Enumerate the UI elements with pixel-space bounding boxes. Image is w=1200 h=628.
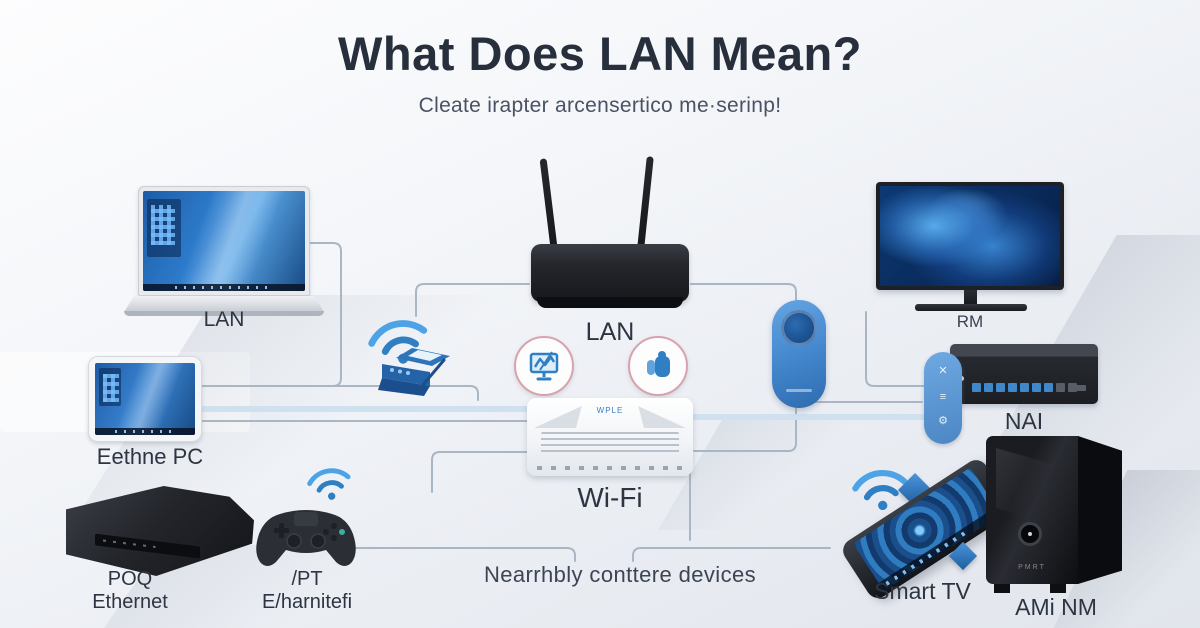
device-blob-icon (647, 351, 670, 377)
tower-foot (994, 584, 1010, 593)
tower-pc-device: PMRT (986, 436, 1126, 593)
tablet-taskbar (95, 428, 195, 435)
game-controller-device (256, 510, 356, 566)
monitor-label: RM (956, 312, 984, 331)
printer-3d-icon (378, 348, 450, 396)
footer-caption: Nearrhbly conttere devices (483, 562, 757, 587)
tower-foot (1050, 584, 1066, 593)
monitor-stand (915, 304, 1027, 311)
tablet-device (88, 356, 202, 442)
display-chart-badge (514, 336, 574, 396)
display-chart-icon (529, 351, 559, 381)
laptop-start-menu (147, 199, 181, 257)
router-base (537, 297, 683, 308)
camera-pill-device (772, 300, 826, 408)
wifi-access-point-device: WPLE (527, 398, 693, 476)
laptop-screen-wallpaper (143, 191, 305, 291)
monitor-device (876, 182, 1064, 290)
wifibox-ports (537, 466, 683, 470)
laptop-keyboard-base (124, 296, 324, 312)
page-subtitle: Cleate irapter arcensertico me·serinp! (418, 94, 782, 117)
console-label: POQ Ethernet (55, 568, 205, 614)
nas-label: NAI (1004, 408, 1044, 434)
laptop-base-lip (124, 311, 324, 316)
monitor-neck (964, 290, 977, 305)
line-bottom-left (355, 547, 576, 562)
tablet-label: Eethne PC (96, 444, 204, 469)
tower-badge-text: PMRT (1018, 564, 1046, 571)
camera-detail-line (786, 389, 812, 392)
wifibox-grille (541, 432, 679, 454)
nas-port-gray (1056, 383, 1065, 392)
line-bottom-right (632, 547, 831, 562)
game-console-device (66, 486, 254, 576)
tower-side-panel (1078, 436, 1122, 584)
wifi-icon (307, 468, 351, 500)
controller-label-line1: /PT (291, 568, 323, 590)
nas-usb-slot (1070, 385, 1086, 391)
tower-label: AMi NM (1015, 594, 1097, 620)
dongle-gear-glyph: ⚙ (938, 415, 948, 427)
laptop-label: LAN (203, 308, 245, 331)
camera-lens (781, 310, 817, 346)
nas-port (984, 383, 993, 392)
dongle-device: ✕ ≡ ⚙ (924, 352, 962, 444)
console-label-line2: Ethernet (92, 591, 168, 613)
tablet-screen-wallpaper (95, 363, 195, 435)
dongle-lines-glyph: ≡ (939, 391, 947, 403)
dongle-x-glyph: ✕ (938, 365, 948, 377)
nas-device (950, 344, 1098, 404)
phone-label: Smart TV (874, 578, 971, 604)
tablet-start-menu (99, 368, 121, 406)
page-title: What Does LAN Mean? (338, 27, 862, 80)
wifi-icon (852, 470, 908, 511)
laptop-screen-highlight (164, 191, 292, 291)
nas-port (1032, 383, 1041, 392)
router-antenna-right (637, 156, 654, 251)
console-label-line1: POQ (107, 568, 153, 590)
router-antenna-left (539, 158, 558, 253)
nas-port (1008, 383, 1017, 392)
line-router-left (415, 283, 530, 317)
router-label: LAN (585, 318, 635, 346)
monitor-wallpaper (880, 186, 1060, 286)
device-blob-badge (628, 336, 688, 396)
wifibox-label: Wi-Fi (577, 482, 643, 513)
controller-label: /PT E/harnitefi (237, 568, 377, 614)
nas-port (1044, 383, 1053, 392)
laptop-taskbar (143, 284, 305, 291)
laptop-device (138, 186, 310, 296)
router-device (531, 244, 689, 302)
nas-port-row (972, 383, 1077, 392)
smartphone-cluster (835, 455, 1016, 603)
tower-power-button (1018, 522, 1042, 546)
nas-port (1020, 383, 1029, 392)
tower-front-panel: PMRT (986, 436, 1078, 584)
controller-label-line2: E/harnitefi (261, 591, 353, 613)
wifibox-logo-text: WPLE (596, 406, 624, 415)
tower-gloss (996, 448, 1066, 528)
nas-port (972, 383, 981, 392)
nas-port (996, 383, 1005, 392)
